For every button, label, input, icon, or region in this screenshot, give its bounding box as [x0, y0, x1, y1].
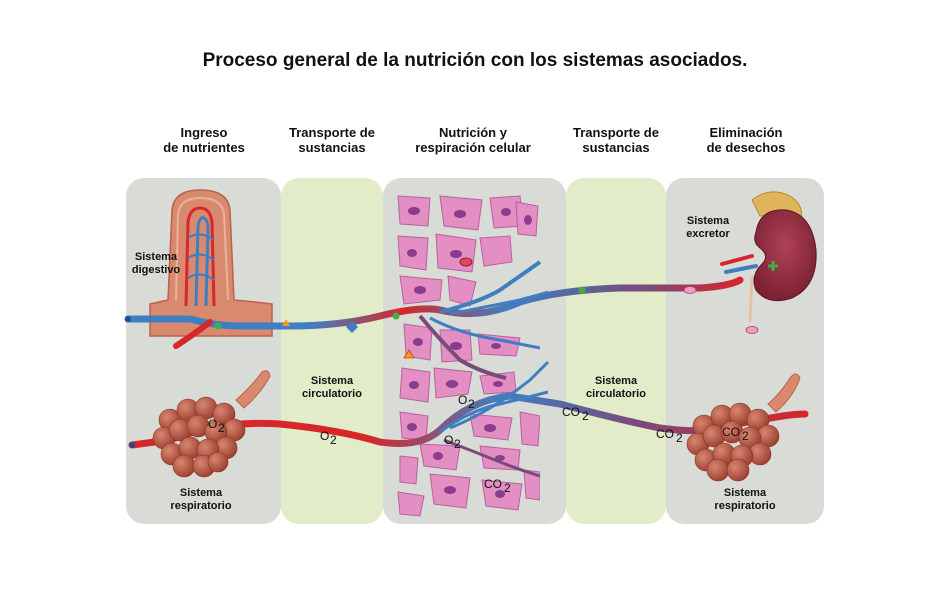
subscript: 2: [742, 429, 749, 443]
label-sistema-circulatorio-left: Sistema circulatorio: [287, 375, 377, 401]
label-line: Sistema: [686, 215, 730, 227]
label-line: circulatorio: [302, 388, 362, 400]
tissue-cells: [397, 195, 540, 517]
panel-transporte-left: [281, 178, 383, 524]
o2-label: O: [208, 417, 217, 431]
subscript: 2: [468, 397, 475, 411]
column-heading-line: de nutrientes: [163, 140, 245, 155]
label-sistema-respiratorio-left: Sistema respiratorio: [156, 487, 246, 513]
alveoli-right: [686, 373, 801, 482]
subscript: 2: [676, 431, 683, 445]
column-heading-line: de desechos: [706, 140, 786, 155]
column-heading-ingreso: Ingreso de nutrientes: [148, 125, 260, 155]
label-line: Sistema: [134, 251, 178, 263]
label-sistema-digestivo: Sistema digestivo: [126, 251, 186, 277]
label-line: Sistema: [179, 487, 223, 499]
label-line: digestivo: [131, 264, 181, 276]
o2-label: O: [444, 433, 453, 447]
kidney: [720, 191, 817, 334]
label-line: respiratorio: [714, 500, 776, 512]
label-line: respiratorio: [170, 500, 232, 512]
chem-o2-tissue-upper: O 2: [458, 393, 475, 411]
column-heading-transporte-left: Transporte de sustancias: [276, 125, 388, 155]
label-line: Sistema: [594, 375, 638, 387]
subscript: 2: [582, 409, 589, 423]
column-heading-line: Transporte de: [573, 125, 659, 140]
chem-o2-vessel-left: O 2: [320, 429, 337, 447]
label-sistema-excretor: Sistema excretor: [678, 215, 738, 241]
label-line: excretor: [686, 228, 730, 240]
column-heading-eliminacion: Eliminación de desechos: [690, 125, 802, 155]
column-heading-line: sustancias: [298, 140, 366, 155]
lower-blood-vessel: [128, 360, 809, 478]
column-heading-line: Transporte de: [289, 125, 375, 140]
co2-label: CO: [562, 405, 580, 419]
subscript: 2: [330, 433, 337, 447]
chem-co2-vessel-mid: CO 2: [562, 405, 589, 423]
chem-o2-tissue-lower: O 2: [444, 433, 461, 451]
column-heading-line: Eliminación: [709, 125, 783, 140]
co2-label: CO: [722, 425, 740, 439]
subscript: 2: [218, 421, 225, 435]
column-heading-line: Ingreso: [180, 125, 228, 140]
diagram-title: Proceso general de la nutrición con los …: [202, 50, 748, 71]
chem-co2-vessel-right: CO 2: [656, 427, 683, 445]
panel-transporte-right: [566, 178, 666, 524]
intestinal-villus: [149, 189, 273, 337]
subscript: 2: [454, 437, 461, 451]
subscript: 2: [504, 481, 511, 495]
label-line: Sistema: [723, 487, 767, 499]
o2-label: O: [320, 429, 329, 443]
chem-co2-right-alveoli: CO 2: [722, 425, 749, 443]
chem-co2-tissue: CO 2: [484, 477, 511, 495]
column-heading-line: respiración celular: [415, 140, 531, 155]
label-line: Sistema: [310, 375, 354, 387]
column-heading-line: sustancias: [582, 140, 650, 155]
column-heading-transporte-right: Transporte de sustancias: [560, 125, 672, 155]
column-heading-nutricion: Nutrición y respiración celular: [398, 125, 548, 155]
label-line: circulatorio: [586, 388, 646, 400]
upper-blood-vessel: [124, 260, 744, 380]
chem-o2-left-alveoli: O 2: [208, 417, 225, 435]
co2-label: CO: [656, 427, 674, 441]
label-sistema-respiratorio-right: Sistema respiratorio: [700, 487, 790, 513]
label-sistema-circulatorio-right: Sistema circulatorio: [571, 375, 661, 401]
column-heading-line: Nutrición y: [439, 125, 507, 140]
o2-label: O: [458, 393, 467, 407]
co2-label: CO: [484, 477, 502, 491]
alveoli-left: [152, 370, 271, 478]
